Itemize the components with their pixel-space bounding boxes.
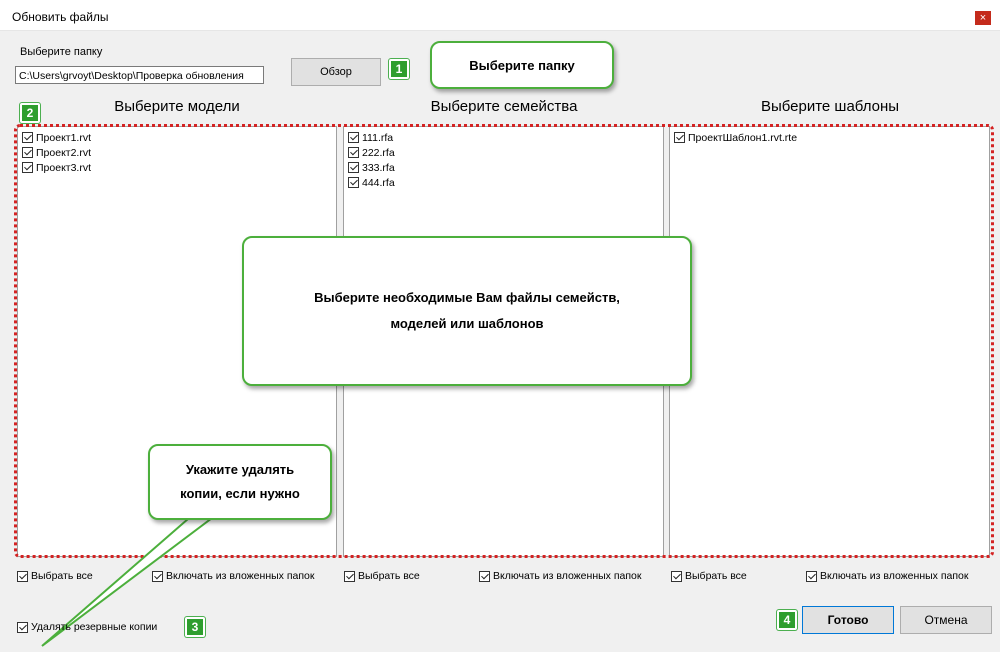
templates-header: Выберите шаблоны: [760, 98, 900, 115]
checkbox[interactable]: [17, 570, 28, 582]
list-item[interactable]: Проект3.rvt: [18, 160, 336, 175]
callout-files: Выберите необходимые Вам файлы семейств,…: [242, 236, 692, 386]
selection-outline: [14, 124, 994, 558]
checkbox[interactable]: [22, 132, 33, 143]
callout-backup: Укажите удалять копии, если нужно: [148, 444, 332, 520]
checkbox[interactable]: [348, 132, 359, 143]
templates-select-all[interactable]: Выбрать все: [671, 570, 747, 582]
close-icon: ×: [979, 12, 987, 24]
cancel-button[interactable]: Отмена: [900, 606, 992, 634]
list-item[interactable]: 222.rfa: [344, 145, 663, 160]
list-item[interactable]: 444.rfa: [344, 175, 663, 190]
templates-include-nested[interactable]: Включать из вложенных папок: [806, 570, 968, 582]
checkbox[interactable]: [348, 162, 359, 173]
browse-button[interactable]: Обзор: [291, 58, 381, 86]
checkbox[interactable]: [806, 570, 817, 582]
families-select-all[interactable]: Выбрать все: [344, 570, 420, 582]
list-item[interactable]: Проект2.rvt: [18, 145, 336, 160]
delete-backups-checkbox[interactable]: Удалять резервные копии: [17, 621, 157, 633]
list-item[interactable]: 333.rfa: [344, 160, 663, 175]
folder-label: Выберите папку: [20, 46, 103, 58]
checkbox[interactable]: [17, 621, 28, 633]
title-bar: [0, 0, 1000, 31]
families-include-nested[interactable]: Включать из вложенных папок: [479, 570, 641, 582]
list-item[interactable]: 111.rfa: [344, 130, 663, 145]
step-badge-3: 3: [185, 617, 205, 637]
checkbox[interactable]: [348, 147, 359, 158]
checkbox[interactable]: [344, 570, 355, 582]
checkbox[interactable]: [671, 570, 682, 582]
step-badge-4: 4: [777, 610, 797, 630]
checkbox[interactable]: [22, 147, 33, 158]
checkbox[interactable]: [22, 162, 33, 173]
families-header: Выберите семейства: [430, 98, 578, 115]
callout-folder: Выберите папку: [430, 41, 614, 89]
close-button[interactable]: ×: [975, 11, 991, 25]
window-title: Обновить файлы: [12, 10, 109, 24]
models-include-nested[interactable]: Включать из вложенных папок: [152, 570, 314, 582]
step-badge-2: 2: [20, 103, 40, 123]
templates-list[interactable]: ПроектШаблон1.rvt.rte: [669, 126, 990, 557]
folder-path-input[interactable]: C:\Users\grvoyt\Desktop\Проверка обновле…: [15, 66, 264, 84]
checkbox[interactable]: [152, 570, 163, 582]
models-header: Выберите модели: [114, 98, 240, 115]
models-select-all[interactable]: Выбрать все: [17, 570, 93, 582]
checkbox[interactable]: [479, 570, 490, 582]
list-item[interactable]: Проект1.rvt: [18, 130, 336, 145]
checkbox[interactable]: [348, 177, 359, 188]
done-button[interactable]: Готово: [802, 606, 894, 634]
checkbox[interactable]: [674, 132, 685, 143]
step-badge-1: 1: [389, 59, 409, 79]
list-item[interactable]: ПроектШаблон1.rvt.rte: [670, 130, 989, 145]
